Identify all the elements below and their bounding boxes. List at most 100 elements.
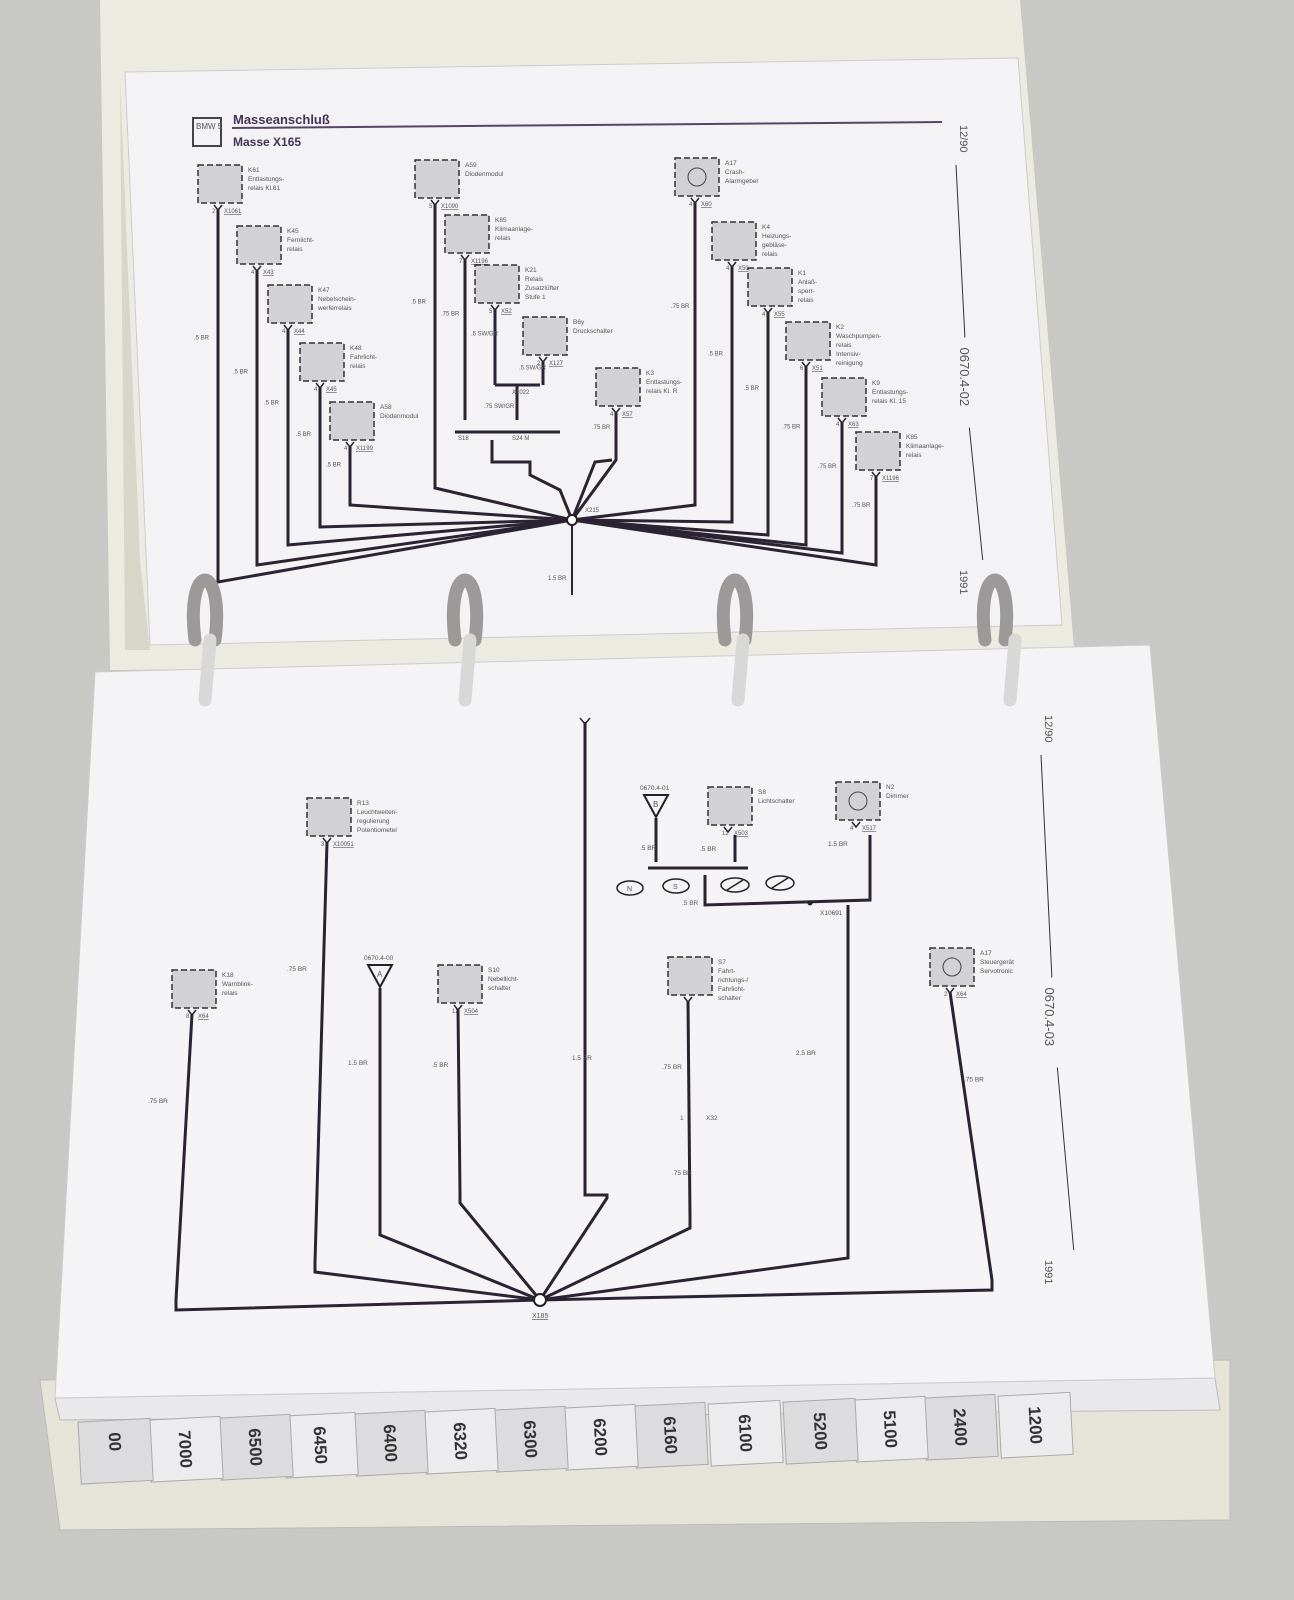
connector-id: X57	[622, 412, 633, 418]
component-label: K4	[762, 224, 770, 231]
component-label: K21	[525, 267, 537, 274]
tab-6450[interactable]: 6450	[282, 1411, 359, 1479]
wire	[318, 387, 573, 529]
sensor-icon	[848, 791, 868, 811]
binder-spine	[120, 80, 150, 650]
tab-6400[interactable]: 6400	[352, 1409, 429, 1477]
wire-label: .75 BR	[782, 425, 801, 431]
component-r13: R13Leuchtweiten-regulierungPotentiometer…	[306, 797, 398, 848]
component-box	[299, 342, 345, 382]
tab-label: 6450	[310, 1426, 331, 1465]
tab-label: 6500	[245, 1428, 266, 1467]
binder-rings	[186, 573, 1022, 707]
component-box	[474, 264, 520, 304]
component-label: werferrelais	[317, 305, 352, 312]
component-box	[747, 267, 793, 307]
side-rule	[968, 427, 984, 561]
connector-id: X45	[326, 387, 337, 393]
not-fitted-icon	[720, 877, 750, 893]
component-label: A58	[380, 404, 392, 411]
connector-id: X55	[774, 312, 785, 318]
ground-hub	[533, 1293, 547, 1307]
component-box	[595, 367, 641, 407]
wire-label: .5 BR	[700, 846, 717, 853]
tab-5200[interactable]: 5200	[782, 1397, 859, 1465]
wire-label: .75 BR	[852, 503, 871, 509]
tab-2400[interactable]: 2400	[922, 1393, 999, 1461]
tab-00[interactable]: 00	[77, 1417, 154, 1485]
component-box	[236, 225, 282, 265]
component-label: Fernlicht-	[287, 237, 314, 244]
component-label: Fahrlicht-	[350, 354, 377, 361]
component-label: relais Kl.61	[248, 185, 281, 192]
component-label: relais	[798, 297, 814, 304]
component-box	[171, 969, 217, 1009]
wire-label: .5 BR	[233, 369, 249, 375]
component-label: K48	[350, 345, 362, 352]
pin-number: 4	[762, 312, 766, 318]
component-label: richtungs-/	[718, 977, 749, 984]
tab-label: 5200	[810, 1412, 831, 1451]
connector-id: X32	[706, 1115, 718, 1122]
tab-6300[interactable]: 6300	[492, 1405, 569, 1473]
component-label: N2	[886, 784, 895, 791]
tab-6100[interactable]: 6100	[707, 1399, 784, 1467]
splice-left: S18	[458, 436, 469, 442]
tab-1200[interactable]: 1200	[997, 1391, 1074, 1459]
side-year: 1991	[957, 570, 969, 594]
component-box	[674, 157, 720, 197]
tab-body[interactable]	[782, 1397, 859, 1465]
tab-6500[interactable]: 6500	[217, 1413, 294, 1481]
component-box	[855, 431, 901, 471]
connector-id: X1196	[882, 476, 900, 482]
connector-id: X10051	[333, 842, 354, 848]
tab-label: 6160	[660, 1416, 681, 1455]
ring-2	[446, 573, 484, 647]
sensor-icon	[942, 957, 962, 977]
connector-id: X1196	[471, 259, 489, 265]
tab-body[interactable]	[997, 1391, 1074, 1459]
wire	[255, 270, 573, 567]
wire	[571, 312, 770, 537]
wire-label: .5 BR	[682, 900, 699, 907]
tab-body[interactable]	[77, 1417, 154, 1485]
component-label: K85	[906, 434, 918, 441]
component-label: gebläse-	[762, 242, 787, 249]
tab-6200[interactable]: 6200	[562, 1403, 639, 1471]
wire	[570, 412, 618, 521]
not-fitted-icon	[765, 875, 795, 891]
tab-label: 1200	[1025, 1406, 1046, 1445]
wire-label: .5 BR	[194, 336, 210, 342]
tab-5100[interactable]: 5100	[852, 1395, 929, 1463]
connector-id: X44	[294, 329, 305, 335]
ring-4	[976, 573, 1014, 647]
title-rule	[231, 121, 943, 129]
wire	[456, 1008, 542, 1301]
pin-number: 4	[836, 422, 840, 428]
wire-label: 1.5 BR	[828, 841, 848, 848]
component-box	[414, 159, 460, 199]
reference-code: 0670.4-01	[640, 785, 670, 792]
pin-number: 7	[459, 259, 463, 265]
tab-6160[interactable]: 6160	[632, 1401, 709, 1469]
component-box	[306, 797, 352, 837]
page-sheet	[124, 57, 1063, 646]
wire-label: .5 BR	[326, 463, 342, 469]
ring-front	[458, 633, 477, 707]
connector-id: X64	[956, 992, 967, 998]
component-label: regulierung	[357, 818, 390, 825]
tab-7000[interactable]: 7000	[147, 1415, 224, 1483]
component-label: Crash-	[725, 169, 745, 176]
wire-label: .5 SW/GR	[519, 365, 547, 371]
component-label: relais	[222, 990, 238, 997]
ring-1	[186, 573, 224, 647]
tab-body[interactable]	[707, 1399, 784, 1467]
wire	[570, 458, 613, 521]
tab-6320[interactable]: 6320	[422, 1407, 499, 1475]
